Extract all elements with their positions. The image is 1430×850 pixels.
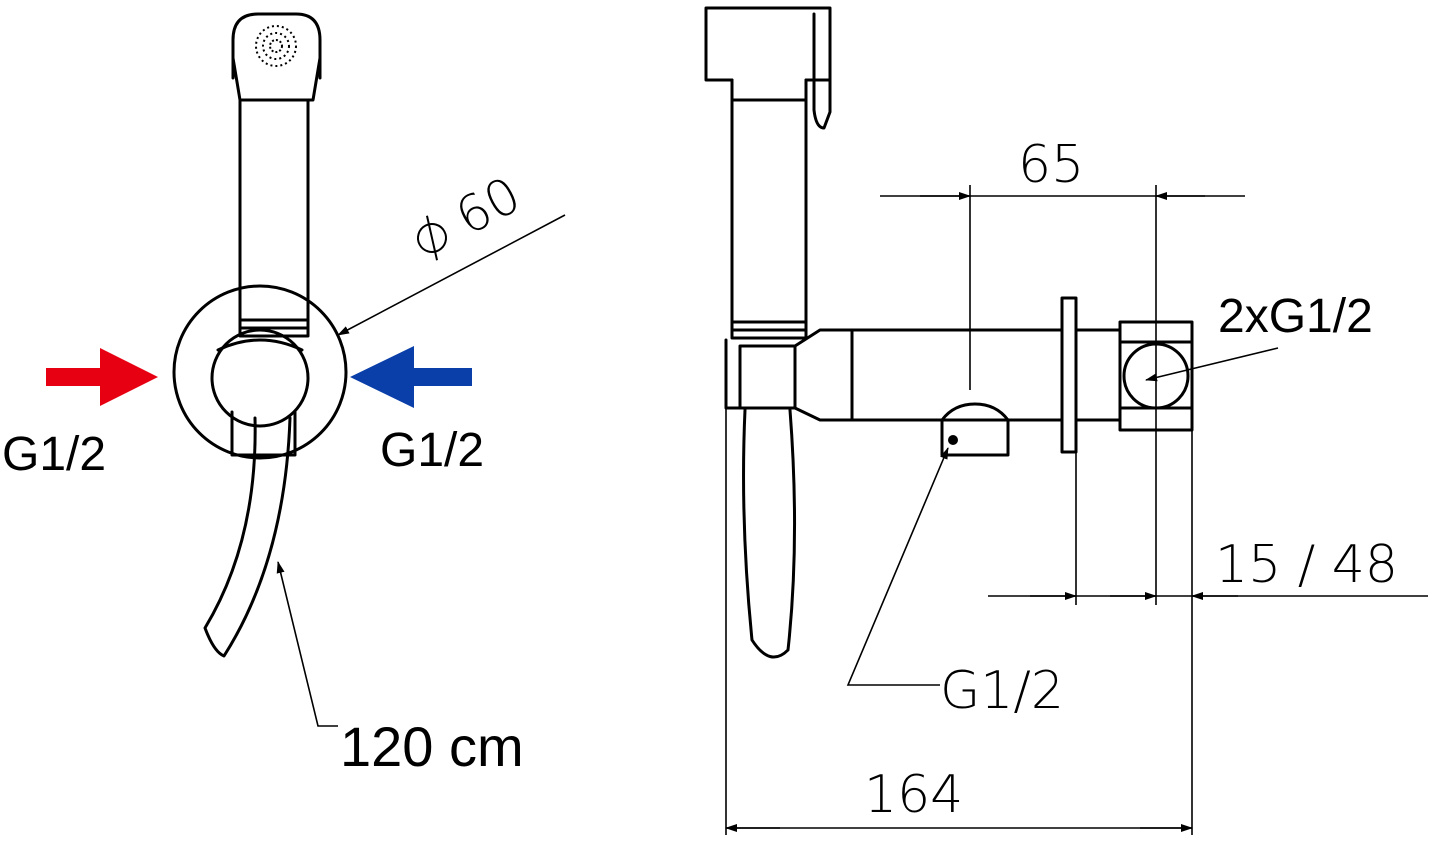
right-inlet-label: G1/2 xyxy=(380,424,484,477)
outlet-thread-label: G1/2 xyxy=(940,661,1064,721)
wall-plate xyxy=(172,284,348,460)
handle-ring xyxy=(238,318,310,338)
outlet-elbow xyxy=(230,410,297,457)
side-spray-head xyxy=(704,6,832,82)
diameter-label: 60 xyxy=(446,166,529,247)
dim-adjust-label: 15 / 48 xyxy=(1215,535,1398,595)
spray-nozzle-icon xyxy=(255,25,297,67)
hot-arrow-icon xyxy=(46,348,158,406)
side-handle xyxy=(730,98,808,332)
side-hose xyxy=(742,408,797,659)
spray-head-cap xyxy=(231,56,322,102)
left-inlet-label: G1/2 xyxy=(2,428,106,481)
spray-head xyxy=(231,12,322,80)
diameter-symbol-icon xyxy=(417,215,447,261)
dim-65-label: 65 xyxy=(1018,135,1084,195)
valve-body xyxy=(724,328,1064,422)
hose xyxy=(203,416,292,658)
front-view: 60 120 cm G1/2 G1/2 xyxy=(2,12,566,778)
hose-length-label: 120 cm xyxy=(340,715,524,778)
flange xyxy=(1060,296,1078,454)
side-view: 65 2xG1/2 15 / 48 G1/2 164 xyxy=(704,6,1428,835)
inlet-thread-label: 2xG1/2 xyxy=(1218,290,1373,343)
handshower-handle xyxy=(238,98,310,330)
ball-joint xyxy=(210,328,310,428)
outlet-connector xyxy=(940,402,1010,457)
cold-arrow-icon xyxy=(350,346,472,408)
dim-164-label: 164 xyxy=(864,765,963,825)
